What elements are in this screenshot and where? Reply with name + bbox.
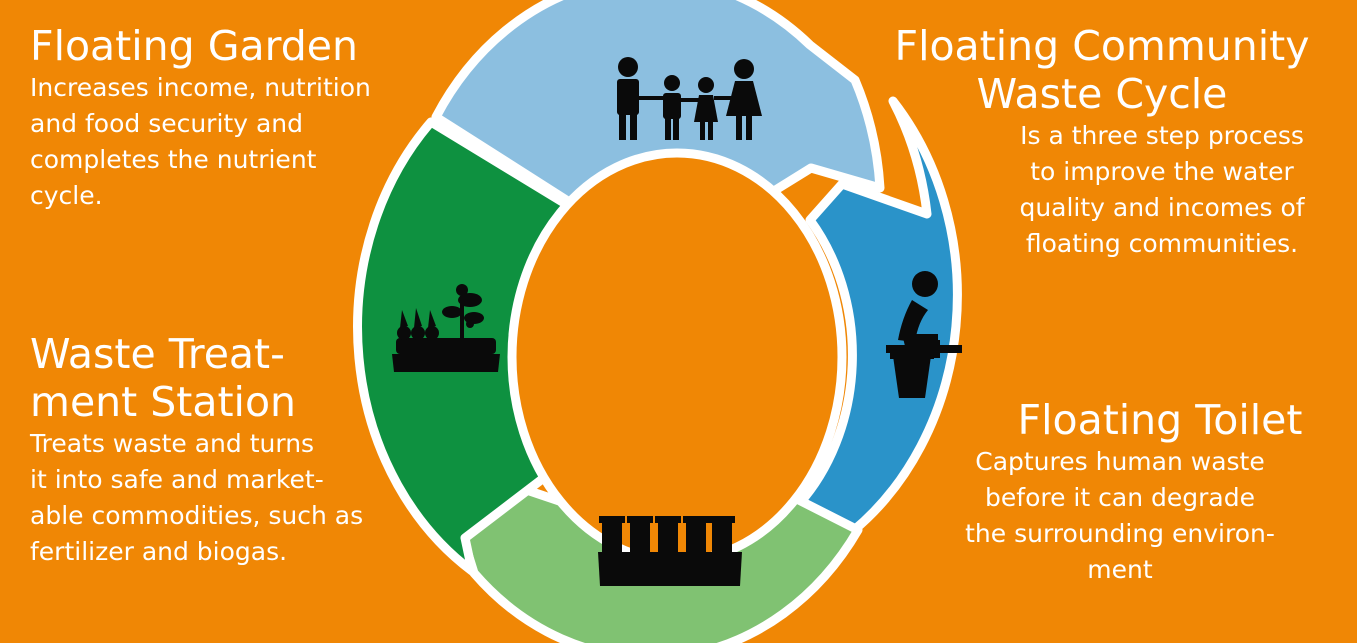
treatment-description: Treats waste and turns it into safe and …	[30, 429, 364, 566]
person-on-bucket-toilet-icon	[886, 271, 962, 398]
family-icon	[617, 57, 762, 140]
community-title: Floating Community Waste Cycle	[894, 22, 1310, 118]
center-hub	[507, 148, 847, 566]
treatment-block: Waste Treat- ment Station Treats waste a…	[30, 330, 430, 570]
toilet-title: Floating Toilet	[1017, 396, 1303, 444]
community-block: Floating Community Waste Cycle Is a thre…	[862, 22, 1342, 262]
garden-block: Floating Garden Increases income, nutrit…	[30, 22, 450, 214]
garden-title: Floating Garden	[30, 22, 358, 70]
toilet-description: Captures human waste before it can degra…	[965, 447, 1275, 584]
toilet-block: Floating Toilet Captures human waste bef…	[900, 396, 1340, 588]
digester-tanks-icon	[598, 516, 742, 586]
garden-description: Increases income, nutrition and food sec…	[30, 73, 371, 210]
floating-garden-plants-icon	[392, 284, 500, 372]
treatment-title: Waste Treat- ment Station	[30, 330, 297, 426]
community-description: Is a three step process to improve the w…	[1019, 121, 1305, 258]
